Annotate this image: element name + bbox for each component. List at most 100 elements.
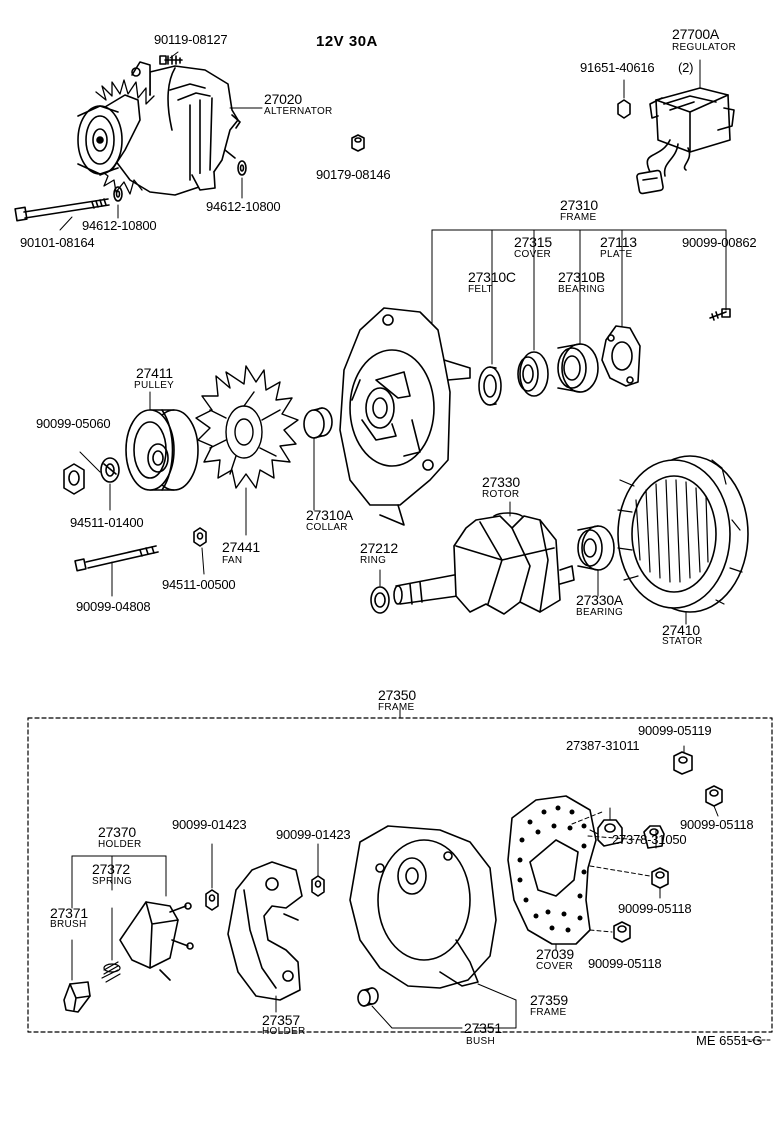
part-name-alternator: ALTERNATOR [264,106,333,117]
part-number-27039: 27039 [536,946,574,962]
part-number-27212: 27212 [360,540,398,556]
small-nut-illustration [193,527,207,547]
small-nut-b-illustration [311,875,325,897]
part-number-27700A: 27700A [672,26,720,42]
part-number-27330A: 27330A [576,592,624,608]
part-number-94612-10800-a: 94612-10800 [82,218,157,233]
part-number-27371: 27371 [50,905,88,921]
part-number-27310C: 27310C [468,269,516,285]
part-name-ring: RING [360,555,387,566]
part-name-stator: STATOR [662,636,703,647]
rotor-illustration [393,512,575,615]
front-bearing-illustration [557,343,599,393]
frame-27310-bracket [431,229,727,365]
screw-illustration [709,308,731,321]
part-number-27372: 27372 [92,861,130,877]
lock-washer-illustration [100,457,120,483]
bushing-27378-illustration [643,825,665,849]
part-number-94511-01400: 94511-01400 [70,515,144,530]
part-name-frame-rear: FRAME [378,702,415,713]
stator-illustration [617,455,749,613]
part-number-90099-05118-a: 90099-05118 [680,817,754,832]
alternator-assembly-illustration [14,55,365,222]
long-bolt-90099-04808-illustration [74,545,159,572]
nut-05118-a-illustration [705,785,723,807]
retainer-plate-illustration [601,325,641,387]
terminal-insulator-illustration [597,819,623,847]
part-number-27020: 27020 [264,91,302,107]
ring-illustration [370,586,390,614]
part-number-90099-01423-a: 90099-01423 [172,817,247,832]
part-number-90099-05118-b: 90099-05118 [618,901,692,916]
nut-05118-b-illustration [651,867,669,889]
part-name-bearing-rear: BEARING [576,607,624,618]
part-number-27113: 27113 [600,234,637,250]
part-name-holder: HOLDER [98,839,142,850]
collar-illustration [303,407,333,439]
fan-illustration [195,365,299,489]
part-number-27357: 27357 [262,1012,300,1028]
part-name-frame-27359: FRAME [530,1007,567,1018]
part-number-94511-00500: 94511-00500 [162,577,236,592]
part-name-felt: FELT [468,284,493,295]
part-number-90119-08127: 90119-08127 [154,32,228,47]
part-number-27411: 27411 [136,365,173,381]
bush-illustration [357,987,379,1007]
part-number-90101-08164: 90101-08164 [20,235,95,250]
part-number-90099-05118-c: 90099-05118 [588,956,662,971]
part-name-frame: FRAME [560,212,597,223]
rear-bearing-illustration [577,525,615,571]
part-number-91651-40616: 91651-40616 [580,60,655,75]
part-name-brush: BRUSH [50,919,87,930]
part-number-94612-10800-b: 94612-10800 [206,199,281,214]
nut-90099-05060-illustration [63,463,85,495]
part-number-90099-01423-b: 90099-01423 [276,827,351,842]
part-number-27359: 27359 [530,992,568,1008]
part-number-27351: 27351 [464,1020,502,1036]
spring-illustration [101,961,121,983]
regulator-illustration [617,87,735,195]
nut-05119-illustration [673,751,693,775]
part-name-spring: SPRING [92,876,133,887]
spec-header: 12V 30A [316,33,378,50]
part-number-27310B: 27310B [558,269,606,285]
small-nut-a-illustration [205,889,219,911]
part-name-pulley: PULLEY [134,380,175,391]
felt-illustration [478,366,502,406]
part-number-27315: 27315 [514,234,552,250]
part-number-27410: 27410 [662,622,700,638]
part-number-27378-31050: 27378-31050 [612,832,687,847]
part-number-90099-05060: 90099-05060 [36,416,111,431]
part-number-90099-04808: 90099-04808 [76,599,151,614]
part-number-27310: 27310 [560,197,598,213]
part-name-bearing: BEARING [558,284,606,295]
part-name-cover: COVER [514,249,552,260]
front-frame-illustration [339,307,471,526]
part-number-90179-08146: 90179-08146 [316,167,391,182]
diagram-code: ME 6551-G [696,1033,763,1048]
pulley-illustration [125,409,199,491]
part-name-plate: PLATE [600,249,633,260]
brush-holder-illustration [119,901,194,981]
part-name-holder-27357: HOLDER [262,1026,306,1037]
nut-05118-c-illustration [613,921,631,943]
part-name-cover-rear: COVER [536,961,574,972]
part-name-collar: COLLAR [306,522,348,533]
part-name-bush: BUSH [466,1036,495,1047]
part-qty-91651-40616: (2) [678,60,694,75]
brush-illustration [63,981,91,1013]
part-name-rotor: ROTOR [482,489,520,500]
part-number-27387-31011: 27387-31011 [566,738,640,753]
bearing-cover-illustration [517,351,549,397]
part-number-27350: 27350 [378,687,416,703]
part-number-90099-05119: 90099-05119 [638,723,712,738]
rectifier-cover-illustration [507,795,597,945]
part-number-27310A: 27310A [306,507,354,523]
part-number-27330: 27330 [482,474,520,490]
part-number-90099-00862: 90099-00862 [682,235,757,250]
part-name-fan: FAN [222,555,243,566]
part-name-regulator: REGULATOR [672,42,737,53]
rectifier-holder-illustration [227,861,303,1001]
